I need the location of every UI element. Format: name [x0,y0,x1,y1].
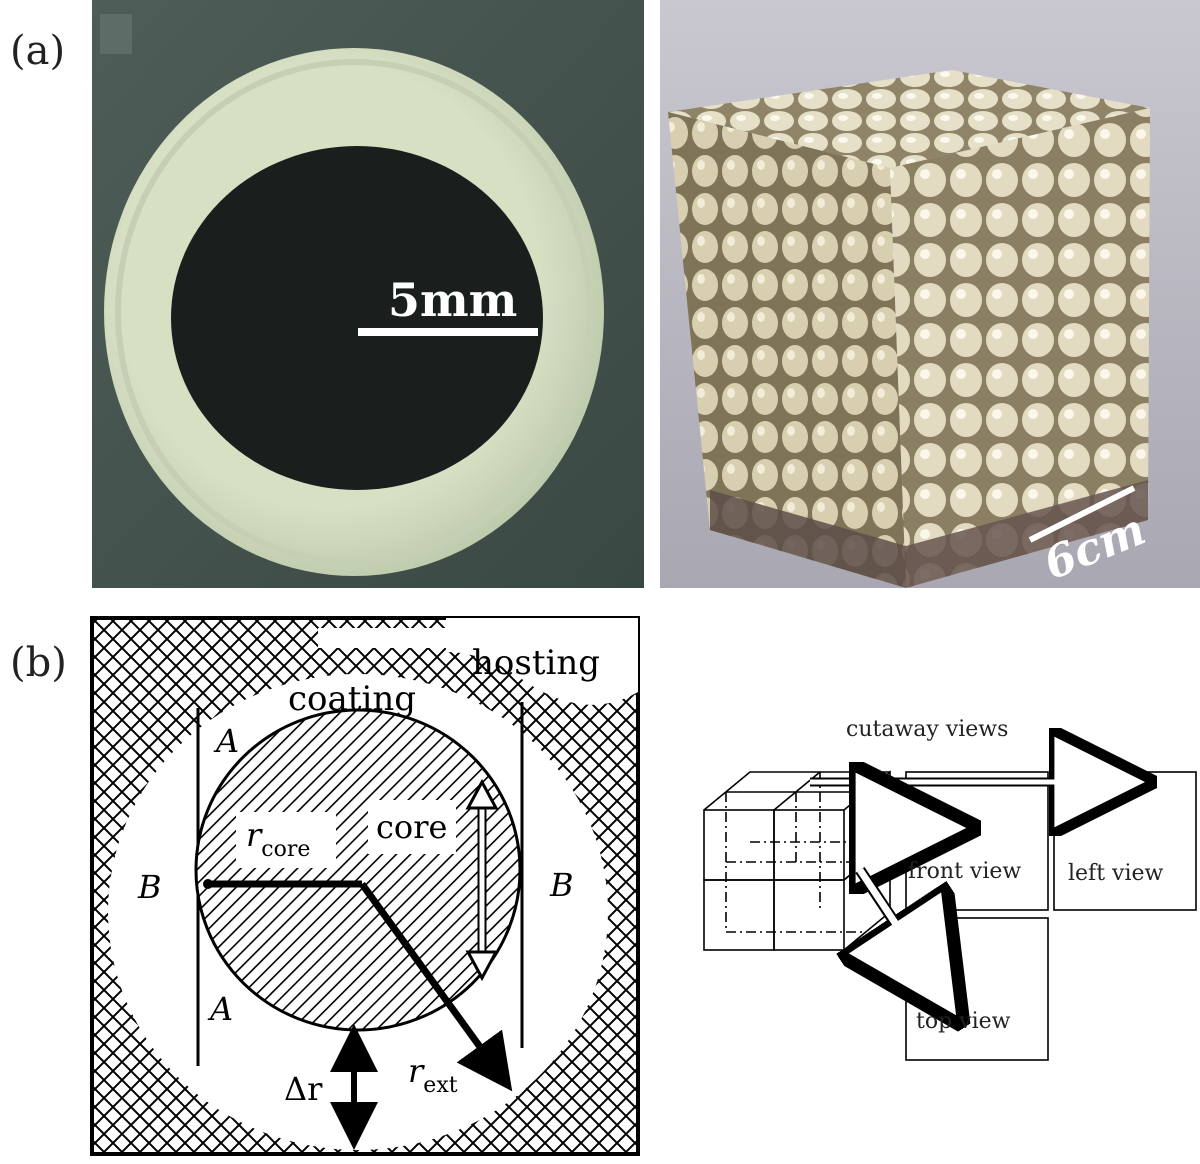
label-r-core: rcore [246,816,310,862]
ring-photo: 5mm [92,0,644,588]
left-view-box [1053,771,1197,911]
scale-5mm: 5mm [388,273,517,327]
panel-a-label: (a) [10,28,66,74]
cube-top-face [668,70,1150,168]
schematic-diagram: hosting coating core A A B B rcore rext … [86,612,646,1160]
top-view-label: top view [916,1009,1011,1034]
left-view-label: left view [1068,861,1164,886]
cube-left-face [668,112,906,588]
label-B-left: B [137,868,162,906]
top-view-box [905,917,1049,1061]
cutaway-title: cutaway views [846,717,1008,742]
ring-core-dark [171,146,543,490]
cube-photo: 6cm [660,0,1200,588]
front-view-label: front view [908,859,1021,884]
cube-right-face [890,108,1150,588]
front-view-box [905,771,1049,911]
label-A-bottom: A [207,990,233,1028]
panel-b-label: (b) [10,640,67,686]
label-r-ext: rext [408,1052,458,1098]
label-hosting: hosting [472,643,600,683]
label-B-right: B [549,866,574,904]
core-region [194,708,522,1032]
label-coating: coating [288,679,416,719]
cube-grid [703,770,891,951]
cutaway-diagram: cutaway views front [690,700,1200,1080]
label-core: core [376,808,447,846]
label-delta-r: Δr [284,1070,323,1108]
label-A-top: A [213,722,239,760]
